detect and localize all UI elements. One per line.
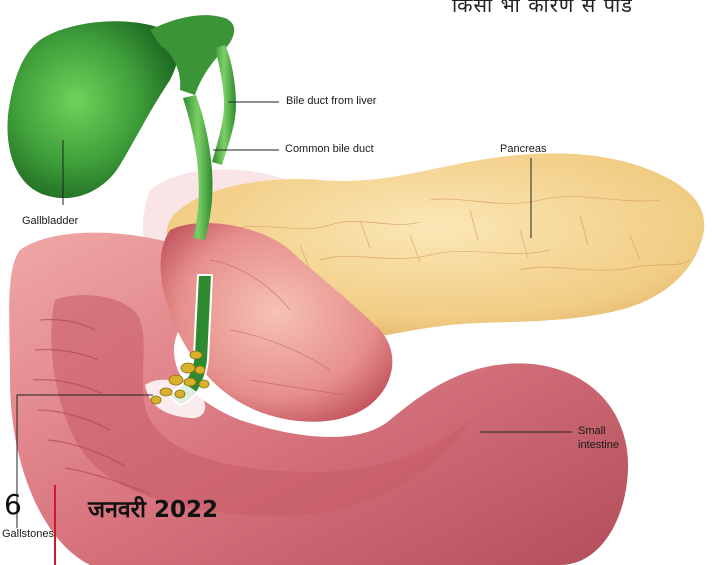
issue-date: जनवरी 2022 — [88, 492, 218, 524]
gallbladder — [7, 21, 178, 198]
label-pancreas: Pancreas — [500, 143, 546, 155]
bile-duct-from-liver — [212, 45, 236, 165]
label-small-intestine-line2: intestine — [578, 439, 619, 451]
label-gallbladder: Gallbladder — [22, 215, 78, 227]
label-small-intestine-line1: Small — [578, 425, 606, 437]
page-number: 6 — [4, 488, 22, 521]
label-bile-duct-from-liver: Bile duct from liver — [286, 95, 376, 107]
label-common-bile-duct: Common bile duct — [285, 143, 374, 155]
label-gallstones: Gallstones — [2, 528, 54, 540]
footer-divider — [54, 485, 56, 565]
